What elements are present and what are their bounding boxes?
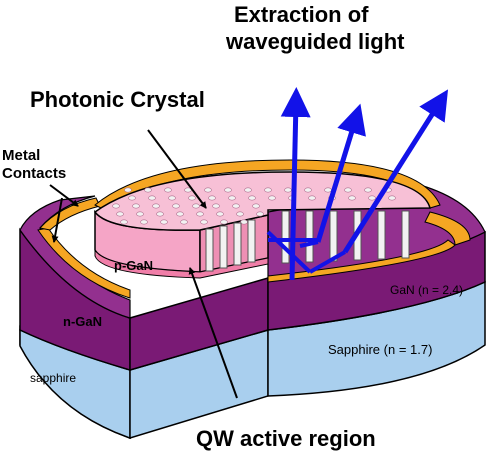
crystal-hole	[204, 187, 212, 193]
crystal-hole	[196, 211, 204, 217]
sapphire-index-label: Sapphire (n = 1.7)	[328, 342, 432, 357]
crystal-hole	[248, 195, 256, 201]
crystal-hole	[128, 195, 136, 201]
crystal-hole	[208, 195, 216, 201]
crystal-pillar	[281, 210, 290, 264]
crystal-pillar	[377, 210, 386, 260]
crystal-pillar	[247, 219, 256, 263]
crystal-hole	[176, 211, 184, 217]
crystal-hole	[132, 203, 140, 209]
crystal-hole	[152, 203, 160, 209]
extraction-title-line1: Extraction of	[234, 2, 369, 27]
crystal-hole	[120, 219, 128, 225]
crystal-hole	[324, 187, 332, 193]
crystal-hole	[144, 187, 152, 193]
gan-index-label: GaN (n = 2.4)	[390, 283, 463, 297]
blue-arrow-icon	[315, 103, 366, 243]
crystal-pillar	[305, 210, 314, 263]
crystal-hole	[156, 211, 164, 217]
p-gan-label: p-GaN	[114, 258, 153, 273]
crystal-hole	[168, 195, 176, 201]
crystal-pillar	[233, 222, 242, 266]
crystal-hole	[344, 187, 352, 193]
extraction-title-line2: waveguided light	[225, 29, 405, 54]
crystal-hole	[164, 187, 172, 193]
crystal-hole	[368, 195, 376, 201]
crystal-hole	[264, 187, 272, 193]
crystal-hole	[116, 211, 124, 217]
qw-region-label: QW active region	[196, 426, 376, 451]
photonic-crystal-pillars-right	[281, 210, 410, 264]
crystal-hole	[180, 219, 188, 225]
blue-arrow-icon	[266, 230, 312, 274]
crystal-hole	[304, 187, 312, 193]
blue-arrow-icon	[280, 87, 311, 281]
crystal-hole	[216, 211, 224, 217]
crystal-hole	[212, 203, 220, 209]
crystal-hole	[220, 219, 228, 225]
crystal-hole	[224, 187, 232, 193]
light-arrows	[266, 87, 449, 281]
crystal-hole	[136, 211, 144, 217]
crystal-hole	[240, 219, 248, 225]
crystal-hole	[228, 195, 236, 201]
crystal-hole	[200, 219, 208, 225]
crystal-hole	[148, 195, 156, 201]
crystal-pillar	[219, 225, 228, 269]
crystal-hole	[112, 203, 120, 209]
n-gan-label: n-GaN	[63, 314, 102, 329]
crystal-hole	[236, 211, 244, 217]
crystal-hole	[160, 219, 168, 225]
metal-contacts-label-line1: Metal	[2, 147, 40, 164]
crystal-hole	[284, 187, 292, 193]
blue-arrow-icon	[309, 250, 346, 274]
crystal-pillar	[401, 210, 410, 259]
crystal-hole	[192, 203, 200, 209]
photonic-crystal-pillars-left	[205, 219, 256, 272]
crystal-hole	[256, 211, 264, 217]
crystal-hole	[348, 195, 356, 201]
crystal-hole	[188, 195, 196, 201]
blue-arrow-icon	[299, 240, 319, 248]
crystal-hole	[364, 187, 372, 193]
crystal-pillar	[205, 228, 214, 272]
metal-contacts-label-line2: Contacts	[2, 165, 66, 182]
crystal-hole	[252, 203, 260, 209]
photonic-crystal-label: Photonic Crystal	[30, 87, 205, 112]
crystal-hole	[244, 187, 252, 193]
blue-arrow-icon	[342, 89, 449, 254]
photonic-crystal-holes	[112, 187, 396, 225]
labels: Extraction of waveguided light Photonic …	[2, 2, 463, 451]
crystal-hole	[268, 195, 276, 201]
crystal-hole	[124, 187, 132, 193]
crystal-hole	[140, 219, 148, 225]
crystal-hole	[172, 203, 180, 209]
pointer-lines	[49, 129, 238, 399]
crystal-hole	[388, 195, 396, 201]
crystal-pillar	[329, 210, 338, 262]
crystal-hole	[232, 203, 240, 209]
sapphire-label: sapphire	[30, 371, 76, 385]
crystal-hole	[308, 195, 316, 201]
